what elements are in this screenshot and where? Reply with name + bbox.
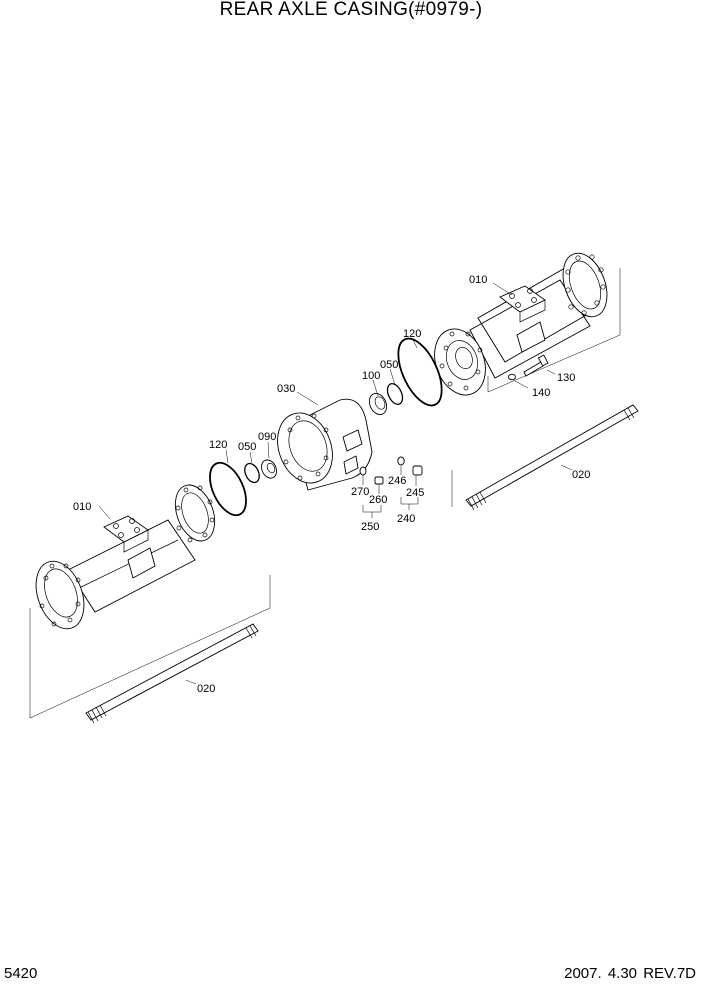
- callout-246: 246: [388, 475, 406, 487]
- differential-carrier: [277, 398, 373, 491]
- oring-120-right: [397, 337, 443, 407]
- callout-labels: 010 120 050 100 030 130 140 020 120 050 …: [73, 274, 590, 695]
- callout-120-right: 120: [403, 328, 421, 340]
- page-title: REAR AXLE CASING(#0979-): [219, 0, 483, 20]
- right-axle-shaft: [451, 404, 639, 511]
- bearing-090: [261, 459, 277, 479]
- ring-050-left: [244, 462, 260, 484]
- callout-260: 260: [369, 494, 387, 506]
- revision-date: 2007. 4.30 REV.7D: [564, 965, 696, 982]
- callout-010-left: 010: [73, 501, 91, 513]
- ring-050-right: [386, 383, 404, 405]
- callout-130: 130: [557, 372, 575, 384]
- right-axle-casing: [434, 252, 621, 396]
- callout-240: 240: [397, 513, 415, 525]
- callout-050-right: 050: [380, 359, 398, 371]
- flange-bolt-holes: [565, 254, 606, 316]
- left-axle-shaft: [85, 623, 259, 724]
- callout-270: 270: [351, 486, 369, 498]
- callout-140: 140: [532, 387, 550, 399]
- callout-120-left: 120: [209, 439, 227, 451]
- plug-260: [374, 476, 384, 485]
- callout-245: 245: [406, 487, 424, 499]
- callout-250: 250: [361, 521, 379, 533]
- callout-020-right: 020: [572, 469, 590, 481]
- callout-010-right: 010: [469, 274, 487, 286]
- left-axle-casing: [29, 484, 271, 719]
- leader-lines: [98, 282, 573, 685]
- callout-050-left: 050: [238, 441, 256, 453]
- oring-120-left: [209, 461, 247, 517]
- callout-020-left: 020: [197, 683, 215, 695]
- callout-030: 030: [277, 383, 295, 395]
- washer-140: [508, 373, 516, 381]
- oring-246: [397, 456, 405, 466]
- plug-245: [412, 465, 423, 476]
- bolt-130: [523, 354, 549, 377]
- callout-090: 090: [258, 431, 276, 443]
- page-number: 5420: [4, 965, 38, 982]
- callout-100: 100: [362, 370, 380, 382]
- bearing-100: [368, 393, 388, 415]
- oring-270: [359, 466, 367, 476]
